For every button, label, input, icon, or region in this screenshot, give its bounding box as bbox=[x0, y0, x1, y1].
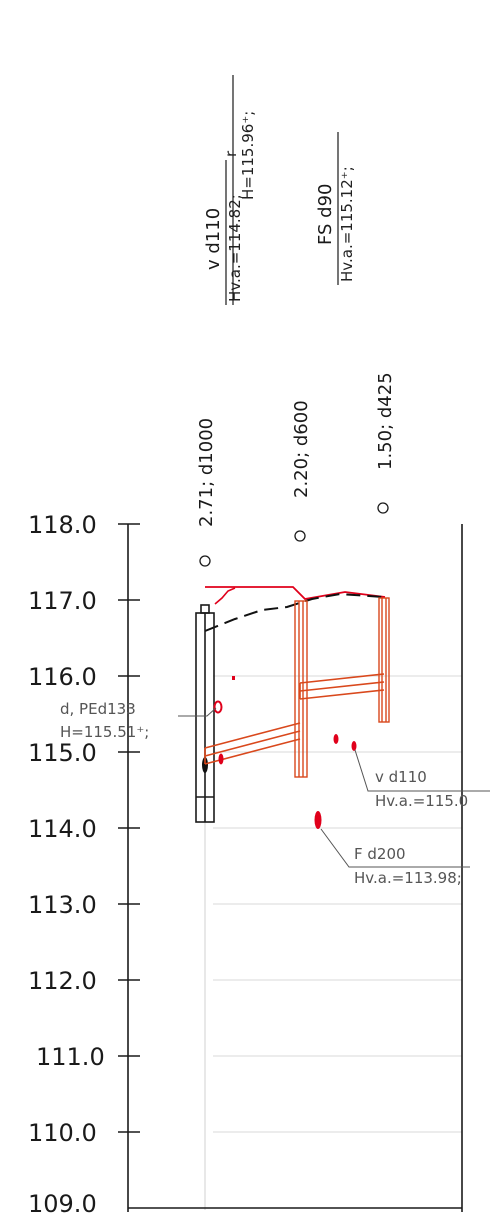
pipe-marker-mid bbox=[333, 734, 339, 744]
terrain-line-red bbox=[205, 586, 386, 600]
f-leader bbox=[320, 828, 470, 868]
pe-annotation-line2: H=115.51⁺; bbox=[60, 723, 149, 741]
v-leader bbox=[354, 749, 490, 792]
shaft3-label: 1.50; d425 bbox=[375, 372, 396, 470]
pipe-lower-top bbox=[204, 722, 301, 749]
v-pipe-marker bbox=[351, 741, 357, 751]
annotations: d, PEd133 H=115.51⁺; v d110 Hv.a.=115.0 … bbox=[60, 700, 468, 887]
pipe-lower-mid bbox=[204, 730, 301, 757]
pipe-upper-mid bbox=[299, 681, 385, 692]
shaft3-marker-icon bbox=[377, 502, 389, 514]
f-annotation-line2: Hv.a.=113.98; bbox=[354, 869, 462, 887]
pipe1-label-group: v d110 Hv.a.=114.82; r H=115.96⁺; bbox=[203, 75, 257, 305]
tick-label-109: 109.0 bbox=[28, 1190, 97, 1214]
tick-label-112: 112.0 bbox=[28, 967, 97, 995]
pipe2-name-label: FS d90 bbox=[315, 183, 336, 245]
shaft1-cap bbox=[200, 604, 210, 614]
v-annotation-line1: v d110 bbox=[375, 768, 427, 786]
terrain-line-dashed bbox=[204, 592, 384, 632]
pipe-upper-top bbox=[299, 673, 385, 684]
pipe-upper bbox=[299, 673, 385, 700]
shaft3-body bbox=[378, 597, 390, 723]
f-annotation-line1: F d200 bbox=[354, 845, 406, 863]
pipe2-label-group: FS d90 Hv.a.=115.12⁺; bbox=[315, 132, 356, 285]
shaft1-marker-dot bbox=[202, 757, 208, 773]
shaft2-marker-icon bbox=[294, 530, 306, 542]
shaft3-outer bbox=[378, 597, 390, 723]
tick-label-118: 118.0 bbox=[28, 511, 97, 539]
pipe1-r-label: r bbox=[222, 150, 240, 157]
small-marker bbox=[232, 676, 235, 680]
shaft1-label: 2.71; d1000 bbox=[196, 418, 217, 527]
shaft2-outer bbox=[294, 600, 308, 778]
tick-label-114: 114.0 bbox=[28, 815, 97, 843]
f-pipe-marker bbox=[314, 811, 322, 829]
pe-annotation-line1: d, PEd133 bbox=[60, 700, 136, 718]
vertical-axis bbox=[118, 523, 463, 1212]
pipe-upper-bottom bbox=[299, 689, 385, 700]
shaft1-marker-icon bbox=[199, 555, 211, 567]
terrain-line-red-short bbox=[214, 587, 236, 605]
tick-label-113: 113.0 bbox=[28, 891, 97, 919]
pipe1-hva-label: Hv.a.=114.82; bbox=[226, 194, 244, 302]
tick-label-111: 111.0 bbox=[36, 1043, 105, 1071]
shaft1-body bbox=[195, 604, 215, 823]
grid-lines bbox=[213, 675, 462, 1133]
shaft-labels: 2.71; d1000 2.20; d600 1.50; d425 bbox=[196, 372, 396, 567]
crossing-markers bbox=[213, 676, 357, 829]
pipe1-name-label: v d110 bbox=[203, 208, 224, 270]
tick-label-116: 116.0 bbox=[28, 663, 97, 691]
tick-label-115: 115.0 bbox=[28, 739, 97, 767]
axis-tick-labels: 118.0 117.0 116.0 115.0 114.0 113.0 112.… bbox=[28, 511, 105, 1214]
annotation-leaders bbox=[178, 707, 490, 868]
pipe-marker-left bbox=[218, 753, 224, 765]
pipe1-h-label: H=115.96⁺; bbox=[239, 111, 257, 200]
shaft2-label: 2.20; d600 bbox=[291, 400, 312, 498]
pipe2-hva-label: Hv.a.=115.12⁺; bbox=[338, 166, 356, 282]
shaft2-body bbox=[294, 600, 308, 778]
tick-label-117: 117.0 bbox=[28, 587, 97, 615]
tick-label-110: 110.0 bbox=[28, 1119, 97, 1147]
v-annotation-line2: Hv.a.=115.0 bbox=[375, 792, 468, 810]
pe-leader bbox=[178, 707, 217, 717]
pe-pipe-marker bbox=[213, 700, 223, 714]
